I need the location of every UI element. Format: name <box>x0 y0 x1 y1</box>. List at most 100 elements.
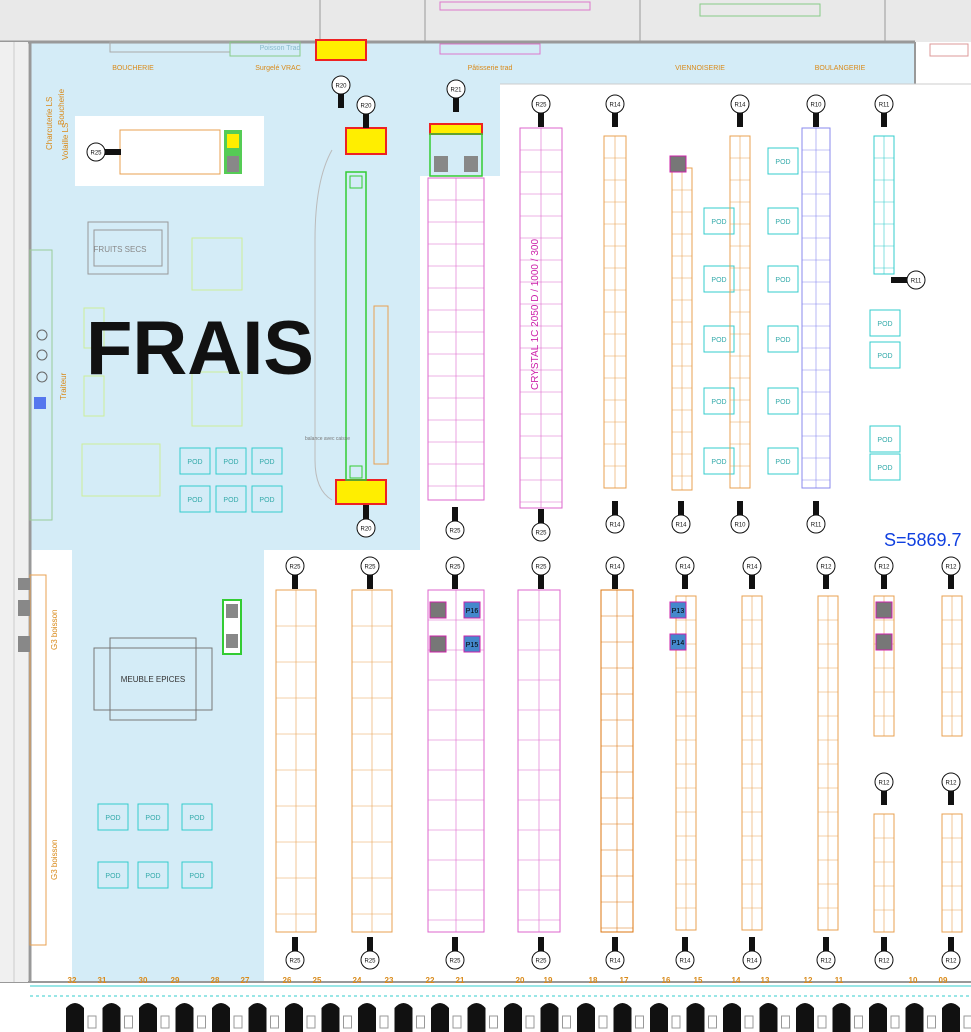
fixture-tag: R12 <box>874 772 894 805</box>
endcap-block <box>875 601 893 619</box>
pod-display: POD <box>703 447 735 475</box>
checkout-belt <box>124 1015 133 1029</box>
pod-label: POD <box>223 497 238 504</box>
checkout-belt <box>854 1015 863 1029</box>
fixture-tag-label: R25 <box>449 959 461 965</box>
gondola <box>941 595 963 737</box>
pod-display: POD <box>703 265 735 293</box>
pod-display: POD <box>137 803 169 831</box>
fresh-zone <box>30 42 915 982</box>
fixture-tag-label: R12 <box>945 959 957 965</box>
pod-display: POD <box>251 447 283 475</box>
produce-table <box>81 443 161 497</box>
checkout-stand <box>394 1003 413 1032</box>
pod-display: POD <box>767 265 799 293</box>
pod-label: POD <box>105 815 120 822</box>
fixture-tag-label: R12 <box>878 565 890 571</box>
island-r21 <box>429 123 483 177</box>
pod-display: POD <box>767 147 799 175</box>
vlabel-boucherie: Boucherie <box>57 88 66 125</box>
fixture-tag: R20 <box>356 505 376 538</box>
pod-label: POD <box>877 437 892 444</box>
promo-label: P16 <box>466 608 479 615</box>
fixture-tag: R14 <box>675 556 695 589</box>
fixture-tag-label: R25 <box>364 959 376 965</box>
aisle-number: 29 <box>171 976 180 985</box>
pod-display: POD <box>869 453 901 481</box>
fixture-tag: R25 <box>86 142 121 162</box>
gondola <box>519 127 563 509</box>
fixture-tag: R12 <box>941 772 961 805</box>
fixture-marker <box>18 578 30 590</box>
pod-label: POD <box>259 459 274 466</box>
fixture-tag-label: R25 <box>449 565 461 571</box>
fixture-tag-label: R14 <box>609 523 621 529</box>
checkout-stand <box>869 1003 887 1032</box>
checkout-stand <box>686 1003 705 1032</box>
produce-table <box>83 307 105 349</box>
vlabel-boisson-2: G3 boisson <box>50 840 59 880</box>
gondola <box>941 813 963 933</box>
fixture-marker <box>36 349 48 361</box>
pod-label: POD <box>711 399 726 406</box>
fixture-tag-label: R14 <box>609 959 621 965</box>
fixture-tag: R12 <box>941 556 961 589</box>
fixture-tag: R11 <box>806 501 826 534</box>
pod-display: POD <box>137 861 169 889</box>
checkout-belt <box>343 1015 352 1029</box>
aisle-number: 16 <box>662 976 671 985</box>
checkout-belt <box>598 1015 608 1029</box>
pod-display: POD <box>181 861 213 889</box>
checkout-stand <box>650 1003 668 1032</box>
aisle-number: 19 <box>544 976 553 985</box>
dept-patisserie: Pâtisserie trad <box>468 65 513 72</box>
aisle-number: 13 <box>761 976 770 985</box>
svg-text:FRUITS SECS: FRUITS SECS <box>94 245 147 254</box>
fruits-secs: FRUITS SECS <box>87 221 169 275</box>
checkout-belt <box>635 1015 644 1029</box>
gondola <box>671 167 693 491</box>
pod-label: POD <box>259 497 274 504</box>
pod-label: POD <box>775 219 790 226</box>
pod-label: POD <box>189 873 204 880</box>
pod-display: POD <box>181 803 213 831</box>
vlabel-traiteur: Traiteur <box>59 372 68 400</box>
fixture-marker <box>36 371 48 383</box>
checkout-stand <box>358 1003 376 1032</box>
fixture-tag-label: R12 <box>820 565 832 571</box>
meuble-epices: MEUBLE EPICES <box>93 637 213 721</box>
pod-label: POD <box>187 459 202 466</box>
fixture-tag: R25 <box>285 556 305 589</box>
pod-display: POD <box>215 485 247 513</box>
checkout-stand <box>285 1003 303 1032</box>
pod-label: POD <box>711 459 726 466</box>
aisle-number: 21 <box>456 976 465 985</box>
fixture-tag-label: R11 <box>811 523 822 529</box>
fixture-tag-label: R14 <box>746 565 758 571</box>
gondola <box>741 595 763 931</box>
pod-display: POD <box>215 447 247 475</box>
pod-display: POD <box>251 485 283 513</box>
island-r20: balance avec caisse <box>305 39 389 505</box>
walls <box>0 0 971 983</box>
fixture-marker <box>34 397 46 409</box>
gondola <box>801 127 831 489</box>
pod-display: POD <box>767 207 799 235</box>
checkout-stand <box>175 1003 194 1032</box>
checkout-belt <box>781 1015 790 1029</box>
pod-display: POD <box>767 325 799 353</box>
aisle-number: 26 <box>283 976 292 985</box>
pod-label: POD <box>105 873 120 880</box>
checkout-belt <box>562 1015 571 1029</box>
pod-display: POD <box>767 447 799 475</box>
fixture-tag: R20 <box>331 75 351 108</box>
dept-boulangerie: BOULANGERIE <box>815 65 866 72</box>
pod-display: POD <box>179 447 211 475</box>
fixture-tag-label: R10 <box>810 103 822 109</box>
fixture-tag: R12 <box>816 556 836 589</box>
gondola <box>675 595 697 931</box>
fixture-tag: R25 <box>285 937 305 970</box>
checkout-belt <box>708 1015 717 1029</box>
pod-label: POD <box>711 219 726 226</box>
fixture-tag: R21 <box>446 79 466 112</box>
